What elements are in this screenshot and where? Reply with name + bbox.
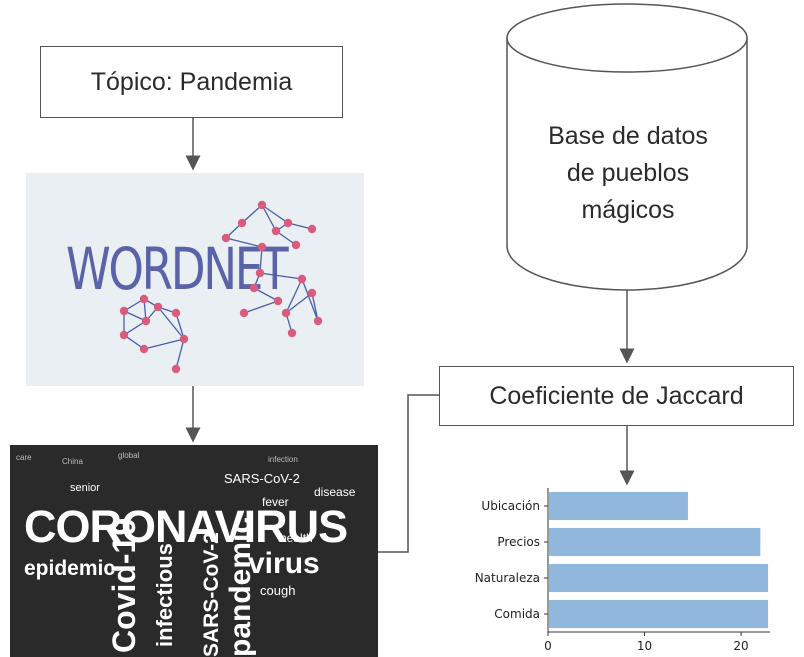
wordnet-node	[221, 233, 231, 243]
bar-comida	[549, 599, 769, 629]
x-tick-label: 20	[733, 639, 748, 653]
jaccard-box: Coeficiente de Jaccard	[439, 366, 794, 426]
wordnet-edge	[259, 246, 263, 274]
wordnet-node	[237, 218, 247, 228]
wordnet-node	[141, 316, 151, 326]
y-tick-label: Naturaleza	[475, 571, 540, 585]
wordnet-node	[287, 328, 297, 338]
topic-label: Tópico: Pandemia	[90, 67, 293, 96]
topic-box: Tópico: Pandemia	[40, 46, 343, 118]
wordnet-node	[281, 308, 291, 318]
wordnet-edge	[157, 306, 185, 340]
database-label-line: de pueblos	[566, 159, 690, 187]
bar-precios	[549, 527, 761, 557]
x-tick-label: 10	[637, 639, 652, 653]
y-tick-label: Ubicación	[481, 499, 540, 513]
bar-naturaleza	[549, 563, 769, 593]
cloud-word: global	[118, 451, 140, 460]
wordnet-node	[257, 200, 267, 210]
x-tick-label: 0	[544, 639, 552, 653]
wordnet-node	[257, 242, 267, 252]
cloud-word: virus	[248, 547, 320, 580]
wordnet-edge	[285, 278, 303, 314]
word-cloud-image: care China global infection senior SARS-…	[10, 445, 378, 657]
database-label-line: Base de datos	[548, 122, 708, 150]
wordnet-node	[271, 226, 281, 236]
wordnet-node	[273, 296, 283, 306]
wordnet-node	[291, 240, 301, 250]
wordnet-node	[283, 218, 293, 228]
wordnet-edge	[261, 204, 277, 232]
wordnet-edge	[175, 312, 185, 340]
wordnet-node	[239, 308, 249, 318]
cloud-main-word: CORONAVIRUS	[24, 501, 348, 552]
wordnet-edge	[301, 278, 319, 322]
wordnet-edge	[175, 338, 185, 370]
wordnet-edge	[243, 300, 279, 314]
cloud-word: fever	[262, 495, 289, 509]
wordnet-node	[119, 330, 129, 340]
wordnet-edge	[225, 237, 263, 248]
database-label-line: mágicos	[581, 196, 675, 224]
jaccard-label: Coeficiente de Jaccard	[489, 381, 744, 410]
wordnet-node	[119, 306, 129, 316]
wordnet-edge	[143, 338, 185, 350]
wordnet-edge	[253, 287, 279, 302]
wordnet-node	[307, 224, 317, 234]
y-tick-label: Precios	[497, 535, 540, 549]
cloud-word: disease	[314, 485, 356, 499]
cloud-word: epidemic	[24, 557, 116, 580]
wordnet-node	[313, 316, 323, 326]
wordnet-node	[171, 364, 181, 374]
wordnet-node	[139, 344, 149, 354]
cloud-word: health	[280, 531, 313, 545]
wordnet-edge	[123, 320, 147, 336]
wordnet-edge	[285, 292, 313, 314]
wordnet-node	[255, 268, 265, 278]
cloud-word: senior	[70, 482, 100, 494]
y-tick-label: Comida	[494, 607, 540, 621]
bar-ubicación	[549, 491, 688, 521]
wordnet-edge	[311, 292, 319, 322]
wordnet-graph	[119, 200, 323, 374]
wordnet-node	[179, 334, 189, 344]
wordnet-node	[171, 308, 181, 318]
cloud-word: care	[16, 453, 32, 462]
similarity-bar-chart: Comida Naturaleza Precios Ubicación 0 10 20	[475, 488, 770, 653]
cloud-word: China	[62, 457, 83, 466]
wordnet-node	[297, 274, 307, 284]
wordnet-node	[307, 288, 317, 298]
database-label: Base de datos de pueblos mágicos	[512, 118, 744, 229]
wordnet-edge	[259, 272, 303, 280]
cloud-word: cough	[260, 583, 296, 598]
wordnet-panel: WORDNET	[26, 173, 364, 386]
wordnet-node	[249, 283, 259, 293]
wordnet-node	[153, 302, 163, 312]
cloud-word: SARS-CoV-2	[224, 471, 300, 486]
wordnet-edge	[241, 204, 263, 224]
wordnet-edge	[261, 204, 289, 224]
wordnet-node	[139, 294, 149, 304]
cloud-word: infection	[268, 455, 298, 464]
wordnet-title: WORDNET	[66, 235, 289, 303]
cloud-to-jaccard-connector	[378, 394, 439, 553]
